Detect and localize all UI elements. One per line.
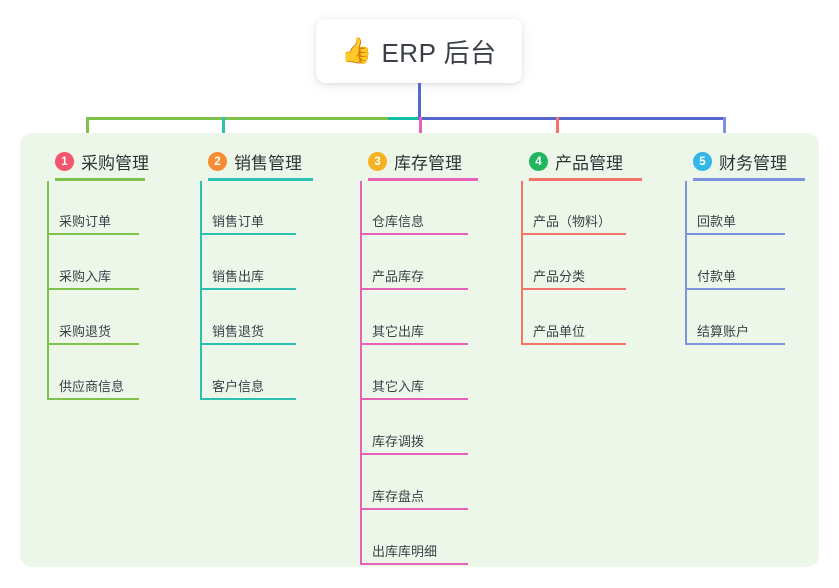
branch-spine (200, 181, 202, 400)
branch-item-rule (200, 288, 296, 290)
branch-item-label: 产品分类 (533, 269, 586, 284)
branch-item-label: 出库库明细 (372, 544, 438, 559)
branch-item[interactable]: 采购入库 (47, 258, 139, 290)
branch-number-badge: 2 (208, 152, 227, 171)
branch-item-rule (47, 233, 139, 235)
branch-item[interactable]: 仓库信息 (360, 203, 468, 235)
branch-item[interactable]: 采购订单 (47, 203, 139, 235)
branch-item-rule (360, 563, 468, 565)
branch-item-rule (521, 288, 626, 290)
branch-item-rule (360, 508, 468, 510)
branch-item[interactable]: 其它出库 (360, 313, 468, 345)
branch-item-label: 结算账户 (697, 324, 750, 339)
branch-item-label: 产品（物料） (533, 214, 612, 229)
branch-item-rule (47, 398, 139, 400)
branch-header-label: 销售管理 (234, 154, 302, 173)
branch-item-rule (47, 343, 139, 345)
branch-header-label: 财务管理 (719, 154, 787, 173)
branch-header-rule (55, 178, 145, 181)
branch-item-label: 采购订单 (59, 214, 112, 229)
root-node[interactable]: 👍 ERP 后台 (316, 19, 522, 83)
branch-item-label: 付款单 (697, 269, 737, 284)
branch-spine (685, 181, 687, 345)
branch-item[interactable]: 产品库存 (360, 258, 468, 290)
branch-item-label: 供应商信息 (59, 379, 125, 394)
branch-item[interactable]: 采购退货 (47, 313, 139, 345)
branch-item-rule (521, 343, 626, 345)
branch-item[interactable]: 销售出库 (200, 258, 296, 290)
branch-item-label: 产品单位 (533, 324, 586, 339)
branch-spine (47, 181, 49, 400)
branch-item[interactable]: 其它入库 (360, 368, 468, 400)
connector-bar-green (86, 117, 388, 120)
branch-header-label: 库存管理 (394, 154, 462, 173)
connector-bar-blue (418, 117, 726, 120)
branch-header-rule (368, 178, 478, 181)
branch-item-rule (685, 288, 785, 290)
branch-item[interactable]: 客户信息 (200, 368, 296, 400)
branch-item-label: 销售出库 (212, 269, 265, 284)
branch-item[interactable]: 付款单 (685, 258, 785, 290)
branch-item[interactable]: 销售退货 (200, 313, 296, 345)
branch-item-label: 其它入库 (372, 379, 425, 394)
branch-item-rule (360, 398, 468, 400)
branch-header-3[interactable]: 3 库存管理 (368, 149, 462, 174)
branch-number-badge: 4 (529, 152, 548, 171)
branch-item[interactable]: 销售订单 (200, 203, 296, 235)
branch-item-rule (200, 233, 296, 235)
branch-item-label: 采购退货 (59, 324, 112, 339)
branch-item-rule (360, 343, 468, 345)
branch-item-label: 销售订单 (212, 214, 265, 229)
thumbs-up-icon: 👍 (341, 36, 373, 65)
trunk-line (418, 83, 421, 120)
branch-header-1[interactable]: 1 采购管理 (55, 149, 149, 174)
branch-item-label: 客户信息 (212, 379, 265, 394)
branch-item[interactable]: 回款单 (685, 203, 785, 235)
branch-item-label: 库存调拨 (372, 434, 425, 449)
branch-item[interactable]: 产品单位 (521, 313, 626, 345)
branch-item-label: 仓库信息 (372, 214, 425, 229)
branch-item-rule (200, 343, 296, 345)
branch-item-rule (360, 453, 468, 455)
branch-item-label: 产品库存 (372, 269, 425, 284)
branch-item-rule (360, 233, 468, 235)
branch-item-rule (200, 398, 296, 400)
branch-spine (360, 181, 362, 565)
branch-number-badge: 5 (693, 152, 712, 171)
branch-item-label: 库存盘点 (372, 489, 425, 504)
branch-item[interactable]: 库存盘点 (360, 478, 468, 510)
branch-header-5[interactable]: 5 财务管理 (693, 149, 787, 174)
branch-number-badge: 3 (368, 152, 387, 171)
branch-header-rule (208, 178, 313, 181)
branch-item[interactable]: 结算账户 (685, 313, 785, 345)
branch-item-rule (685, 343, 785, 345)
branch-item-rule (47, 288, 139, 290)
branch-header-rule (693, 178, 805, 181)
branch-item-label: 销售退货 (212, 324, 265, 339)
branch-item-rule (685, 233, 785, 235)
branch-item-rule (360, 288, 468, 290)
branch-header-rule (529, 178, 642, 181)
branch-item[interactable]: 库存调拨 (360, 423, 468, 455)
root-node-title: ERP 后台 (381, 37, 497, 68)
branch-item[interactable]: 产品（物料） (521, 203, 626, 235)
branch-header-label: 采购管理 (81, 154, 149, 173)
branch-item[interactable]: 产品分类 (521, 258, 626, 290)
branch-item-label: 采购入库 (59, 269, 112, 284)
branch-item-rule (521, 233, 626, 235)
branch-item[interactable]: 出库库明细 (360, 533, 468, 565)
branch-header-2[interactable]: 2 销售管理 (208, 149, 302, 174)
branch-number-badge: 1 (55, 152, 74, 171)
branch-item-label: 回款单 (697, 214, 737, 229)
branch-header-label: 产品管理 (555, 154, 623, 173)
branch-item-label: 其它出库 (372, 324, 425, 339)
branch-header-4[interactable]: 4 产品管理 (529, 149, 623, 174)
branch-item[interactable]: 供应商信息 (47, 368, 139, 400)
branch-spine (521, 181, 523, 345)
